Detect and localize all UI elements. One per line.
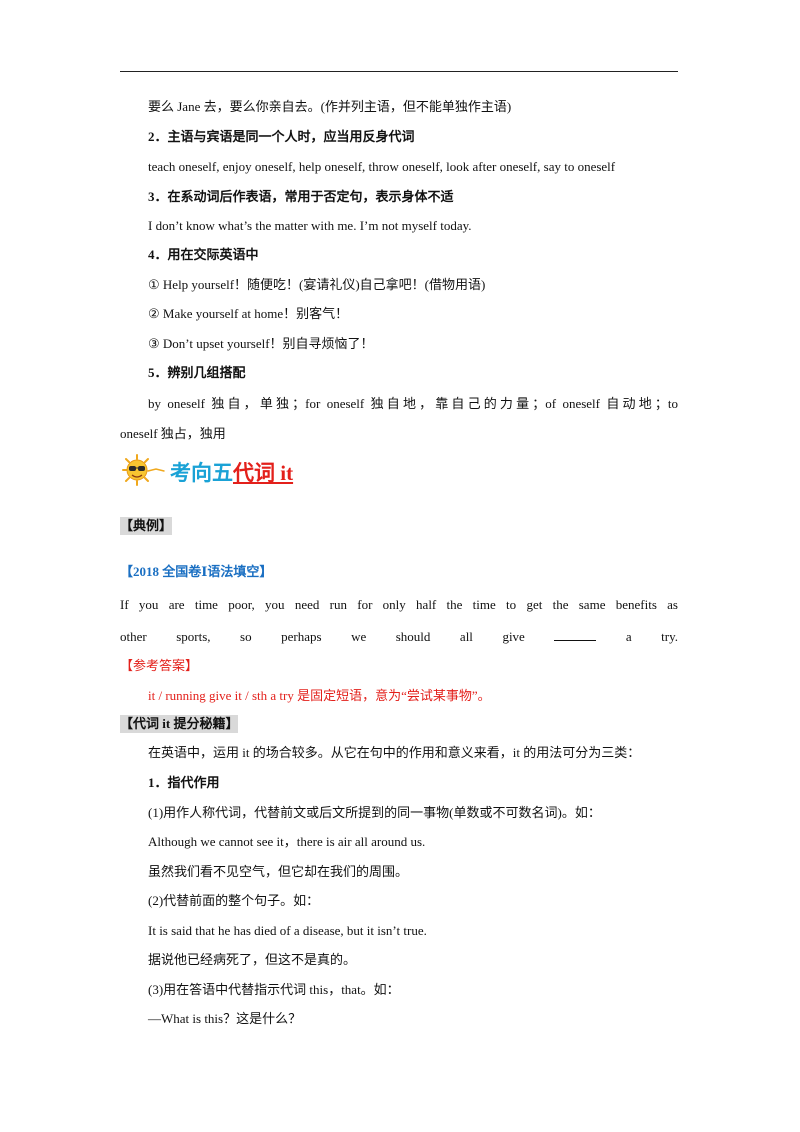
text-line: It is said that he has died of a disease… bbox=[148, 923, 427, 938]
example-label: 【典例】 bbox=[120, 517, 173, 535]
section-title: 考向五代词 it bbox=[120, 453, 294, 492]
text-line: oneself 独占，独用 bbox=[120, 426, 226, 441]
text-line: ① Help yourself！随便吃！(宴请礼仪)自己拿吧！(借物用语) bbox=[148, 277, 486, 292]
point-heading: 4．用在交际英语中 bbox=[148, 247, 259, 262]
text-line: teach oneself, enjoy oneself, help onese… bbox=[148, 159, 616, 174]
text-line: ② Make yourself at home！别客气！ bbox=[148, 306, 349, 321]
question-line: If you are time poor, you need run for o… bbox=[120, 597, 678, 612]
answer-label: 【参考答案】 bbox=[120, 658, 199, 673]
example-source: 【2018 全国卷Ⅰ语法填空】 bbox=[120, 564, 273, 579]
text-line: —What is this？这是什么？ bbox=[148, 1011, 302, 1026]
text-line: 虽然我们看不见空气，但它却在我们的周围。 bbox=[148, 864, 409, 879]
section-title-main: 代词 it bbox=[233, 461, 294, 485]
text-line: I don’t know what’s the matter with me. … bbox=[148, 218, 472, 233]
point-heading: 1．指代作用 bbox=[148, 775, 220, 790]
text-line: 要么 Jane 去，要么你亲自去。(作并列主语，但不能单独作主语) bbox=[148, 99, 512, 114]
text-line: (1)用作人称代词，代替前文或后文所提到的同一事物(单数或不可数名词)。如： bbox=[148, 805, 601, 820]
text-line: (3)用在答语中代替指示代词 this，that。如： bbox=[148, 982, 400, 997]
sun-with-sunglasses-icon bbox=[120, 453, 166, 492]
answer-blank bbox=[554, 628, 597, 641]
point-heading: 3．在系动词后作表语，常用于否定句，表示身体不适 bbox=[148, 189, 454, 204]
text-line: 据说他已经病死了，但这不是真的。 bbox=[148, 952, 357, 967]
text-line: Although we cannot see it，there is air a… bbox=[148, 834, 426, 849]
question-line: other sports, so perhaps we should all g… bbox=[120, 628, 678, 644]
point-heading: 2．主语与宾语是同一个人时，应当用反身代词 bbox=[148, 129, 415, 144]
text-line: by oneself 独自，单独；for oneself 独自地，靠自己的力量；… bbox=[148, 396, 678, 411]
section-title-prefix: 考向五 bbox=[170, 461, 233, 485]
text-line: 在英语中，运用 it 的场合较多。从它在句中的作用和意义来看，it 的用法可分为… bbox=[148, 745, 641, 760]
text-line: ③ Don’t upset yourself！别自寻烦恼了！ bbox=[148, 336, 374, 351]
point-heading: 5．辨别几组搭配 bbox=[148, 365, 246, 380]
text-line: (2)代替前面的整个句子。如： bbox=[148, 893, 320, 908]
tips-label: 【代词 it 提分秘籍】 bbox=[120, 715, 239, 733]
header-rule bbox=[120, 71, 678, 72]
answer-text: it / running give it / sth a try 是固定短语，意… bbox=[148, 688, 491, 703]
